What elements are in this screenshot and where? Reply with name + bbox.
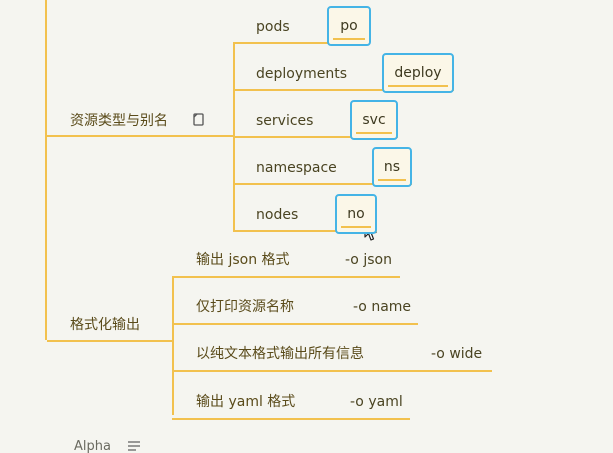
resource-name[interactable]: namespace [256, 160, 337, 176]
output-row-line [172, 323, 418, 325]
output-underline [47, 340, 173, 342]
output-flag[interactable]: -o json [345, 252, 392, 268]
alpha-label[interactable]: Alpha [74, 439, 111, 453]
resource-name[interactable]: nodes [256, 207, 299, 223]
trunk-line [45, 0, 47, 340]
resource-row-line [233, 183, 412, 185]
resources-underline [47, 135, 233, 137]
output-row-line [172, 276, 400, 278]
resources-group-label[interactable]: 资源类型与别名 [70, 113, 168, 129]
resource-row-line [233, 230, 377, 232]
note-icon[interactable] [193, 113, 204, 126]
resource-alias-box[interactable]: ns [372, 147, 412, 187]
resource-row-line [233, 136, 398, 138]
resource-alias-box[interactable]: no [335, 194, 377, 234]
output-row-line [172, 418, 410, 420]
output-group-label[interactable]: 格式化输出 [70, 317, 140, 333]
output-desc[interactable]: 仅打印资源名称 [196, 299, 294, 315]
resource-name[interactable]: pods [256, 19, 290, 35]
output-desc[interactable]: 输出 yaml 格式 [196, 394, 296, 410]
output-flag[interactable]: -o name [353, 299, 412, 315]
output-desc[interactable]: 输出 json 格式 [196, 252, 290, 268]
output-spine [172, 277, 174, 415]
output-desc[interactable]: 以纯文本格式输出所有信息 [196, 346, 364, 362]
resource-alias-box[interactable]: deploy [382, 53, 454, 93]
output-row-line [172, 370, 492, 372]
output-flag[interactable]: -o yaml [350, 394, 403, 410]
output-flag[interactable]: -o wide [431, 346, 483, 362]
resource-alias-box[interactable]: svc [350, 100, 398, 140]
resource-alias-box[interactable]: po [327, 6, 371, 46]
resource-name[interactable]: services [256, 113, 314, 129]
resource-name[interactable]: deployments [256, 66, 348, 82]
resource-row-line [233, 42, 370, 44]
resource-row-line [233, 89, 454, 91]
list-icon[interactable] [127, 440, 141, 452]
